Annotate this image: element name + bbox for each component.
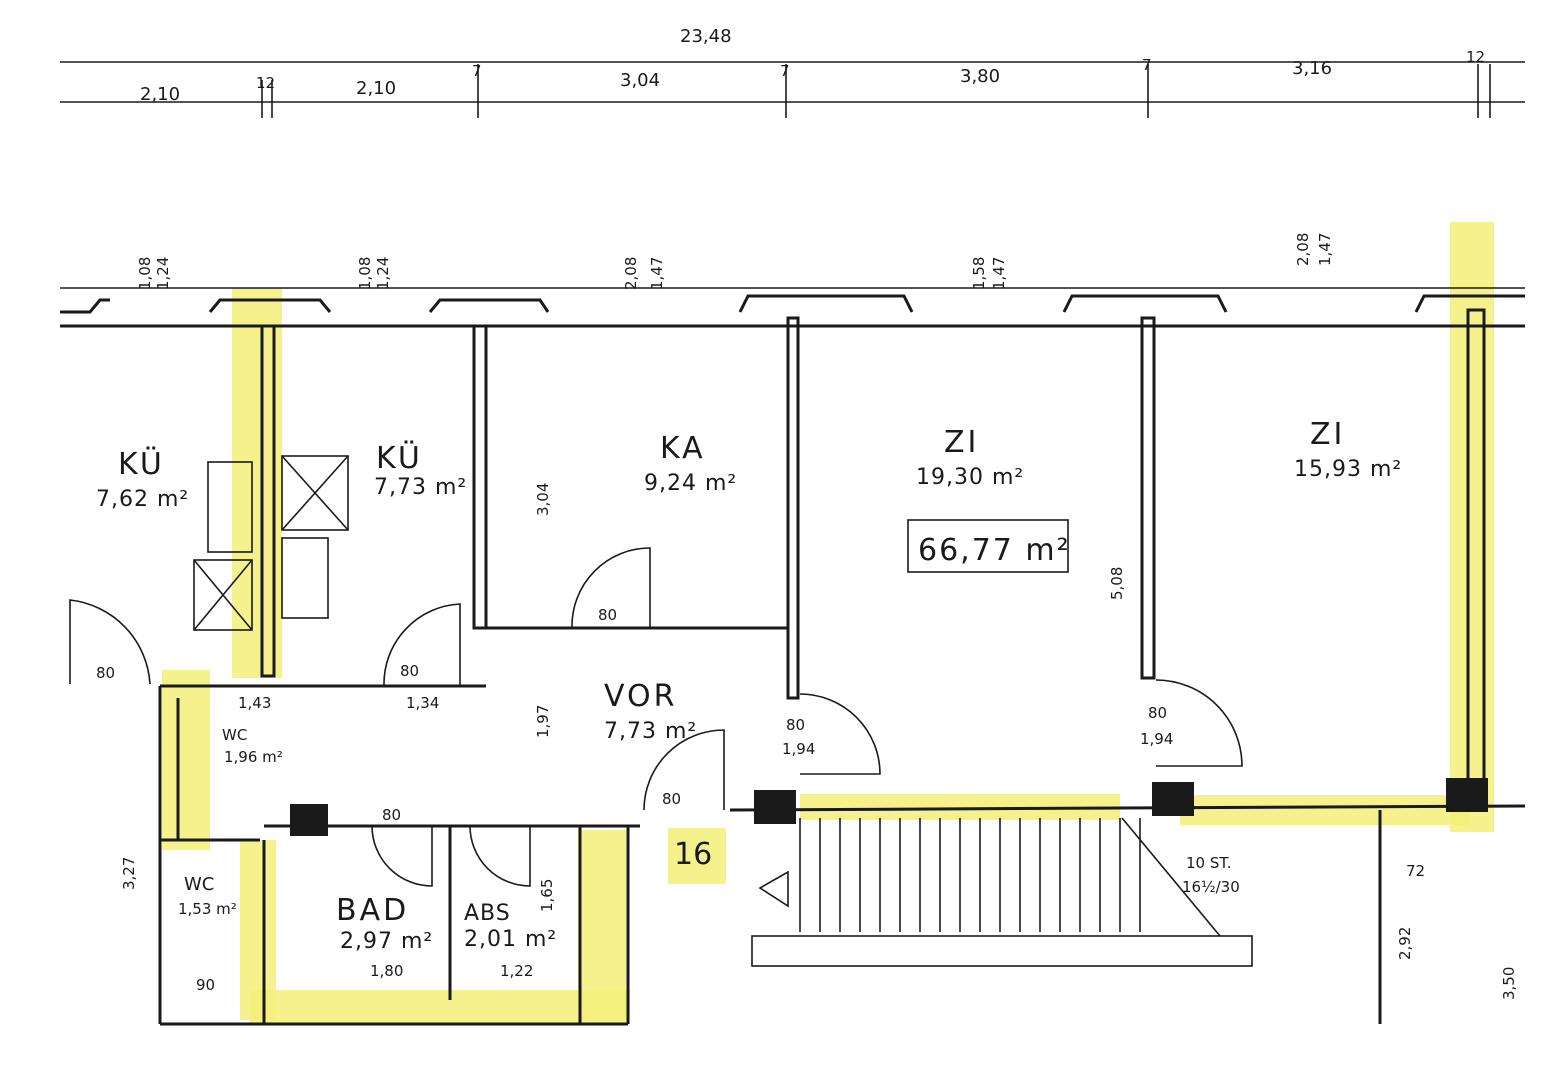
dim-seg-8: 7 (1142, 56, 1152, 74)
window-mark-3: 1,08 (356, 257, 374, 290)
window-mark-8: 1,47 (990, 257, 1008, 290)
window-mark-10: 1,47 (1316, 233, 1334, 266)
room-kue-left-area: 7,62 m² (96, 487, 189, 512)
height-vor: 1,97 (534, 705, 552, 738)
dim-seg-7: 3,80 (960, 66, 1000, 87)
misc-dim-8: 3,50 (1500, 967, 1518, 1000)
misc-dim-3: 1,80 (370, 962, 403, 980)
dimension-lines (60, 61, 1525, 289)
room-abs-name: ABS (464, 901, 511, 926)
stairs-label: 10 ST. (1186, 854, 1232, 872)
dim-seg-3: 2,10 (356, 78, 396, 99)
room-kue-area: 7,73 m² (374, 475, 467, 500)
staircase (751, 817, 1253, 967)
dim-seg-9: 3,16 (1292, 58, 1332, 79)
room-wc-1-name: WC (222, 726, 247, 744)
room-zi-2-area: 15,93 m² (1294, 457, 1402, 482)
apartment-number: 16 (674, 837, 712, 872)
window-mark-2: 1,24 (154, 257, 172, 290)
misc-dim-2: 1,34 (406, 694, 439, 712)
room-zi-1-area: 19,30 m² (916, 465, 1024, 490)
height-left: 3,27 (120, 857, 138, 890)
room-wc-2-name: WC (184, 874, 214, 895)
window-mark-9: 2,08 (1294, 233, 1312, 266)
room-ka-name: KA (660, 431, 706, 466)
room-wc-1-area: 1,96 m² (224, 748, 283, 766)
room-zi-2-name: ZI (1310, 417, 1345, 452)
window-mark-5: 2,08 (622, 257, 640, 290)
stairs-ratio: 16½/30 (1182, 878, 1240, 896)
misc-dim-4: 1,22 (500, 962, 533, 980)
dim-seg-1: 2,10 (140, 84, 180, 105)
walls (60, 294, 1526, 1026)
room-vor-name: VOR (604, 679, 677, 714)
door-mark-3: 80 (598, 606, 617, 624)
room-kue-name: KÜ (376, 440, 423, 476)
total-area-box (907, 519, 1069, 573)
room-kue-left-name: KÜ (118, 446, 165, 482)
window-mark-1: 1,08 (136, 257, 154, 290)
dim-seg-4: 7 (472, 62, 482, 80)
room-wc-2-area: 1,53 m² (178, 900, 237, 918)
height-zi: 5,08 (1108, 567, 1126, 600)
window-mark-4: 1,24 (374, 257, 392, 290)
highlight-marks (162, 222, 1494, 1024)
room-bad-name: BAD (336, 893, 409, 928)
misc-dim-5: 90 (196, 976, 215, 994)
room-zi-1-name: ZI (944, 425, 979, 460)
total-width-label: 23,48 (680, 26, 732, 47)
window-mark-6: 1,47 (648, 257, 666, 290)
misc-dim-9: 1,65 (538, 879, 556, 912)
misc-dim-6: 72 (1406, 862, 1425, 880)
room-bad-area: 2,97 m² (340, 929, 433, 954)
total-area-value: 66,77 m² (918, 533, 1071, 568)
door-swings (69, 547, 1243, 887)
door-mark-8: 80 (662, 790, 681, 808)
door-mark-7: 1,94 (1140, 730, 1173, 748)
door-mark-1: 80 (96, 664, 115, 682)
dim-seg-2: 12 (256, 74, 275, 92)
room-ka-area: 9,24 m² (644, 471, 737, 496)
misc-dim-1: 1,43 (238, 694, 271, 712)
misc-dim-7: 2,92 (1396, 927, 1414, 960)
door-mark-5: 1,94 (782, 740, 815, 758)
door-mark-2: 80 (400, 662, 419, 680)
door-mark-4: 80 (786, 716, 805, 734)
room-abs-area: 2,01 m² (464, 927, 557, 952)
kitchen-fixtures (193, 455, 349, 631)
height-ka: 3,04 (534, 483, 552, 516)
dim-seg-5: 3,04 (620, 70, 660, 91)
room-vor-area: 7,73 m² (604, 719, 697, 744)
dim-seg-10: 12 (1466, 48, 1485, 66)
door-mark-9: 80 (382, 806, 401, 824)
door-mark-6: 80 (1148, 704, 1167, 722)
dim-seg-6: 7 (780, 62, 790, 80)
window-mark-7: 1,58 (970, 257, 988, 290)
